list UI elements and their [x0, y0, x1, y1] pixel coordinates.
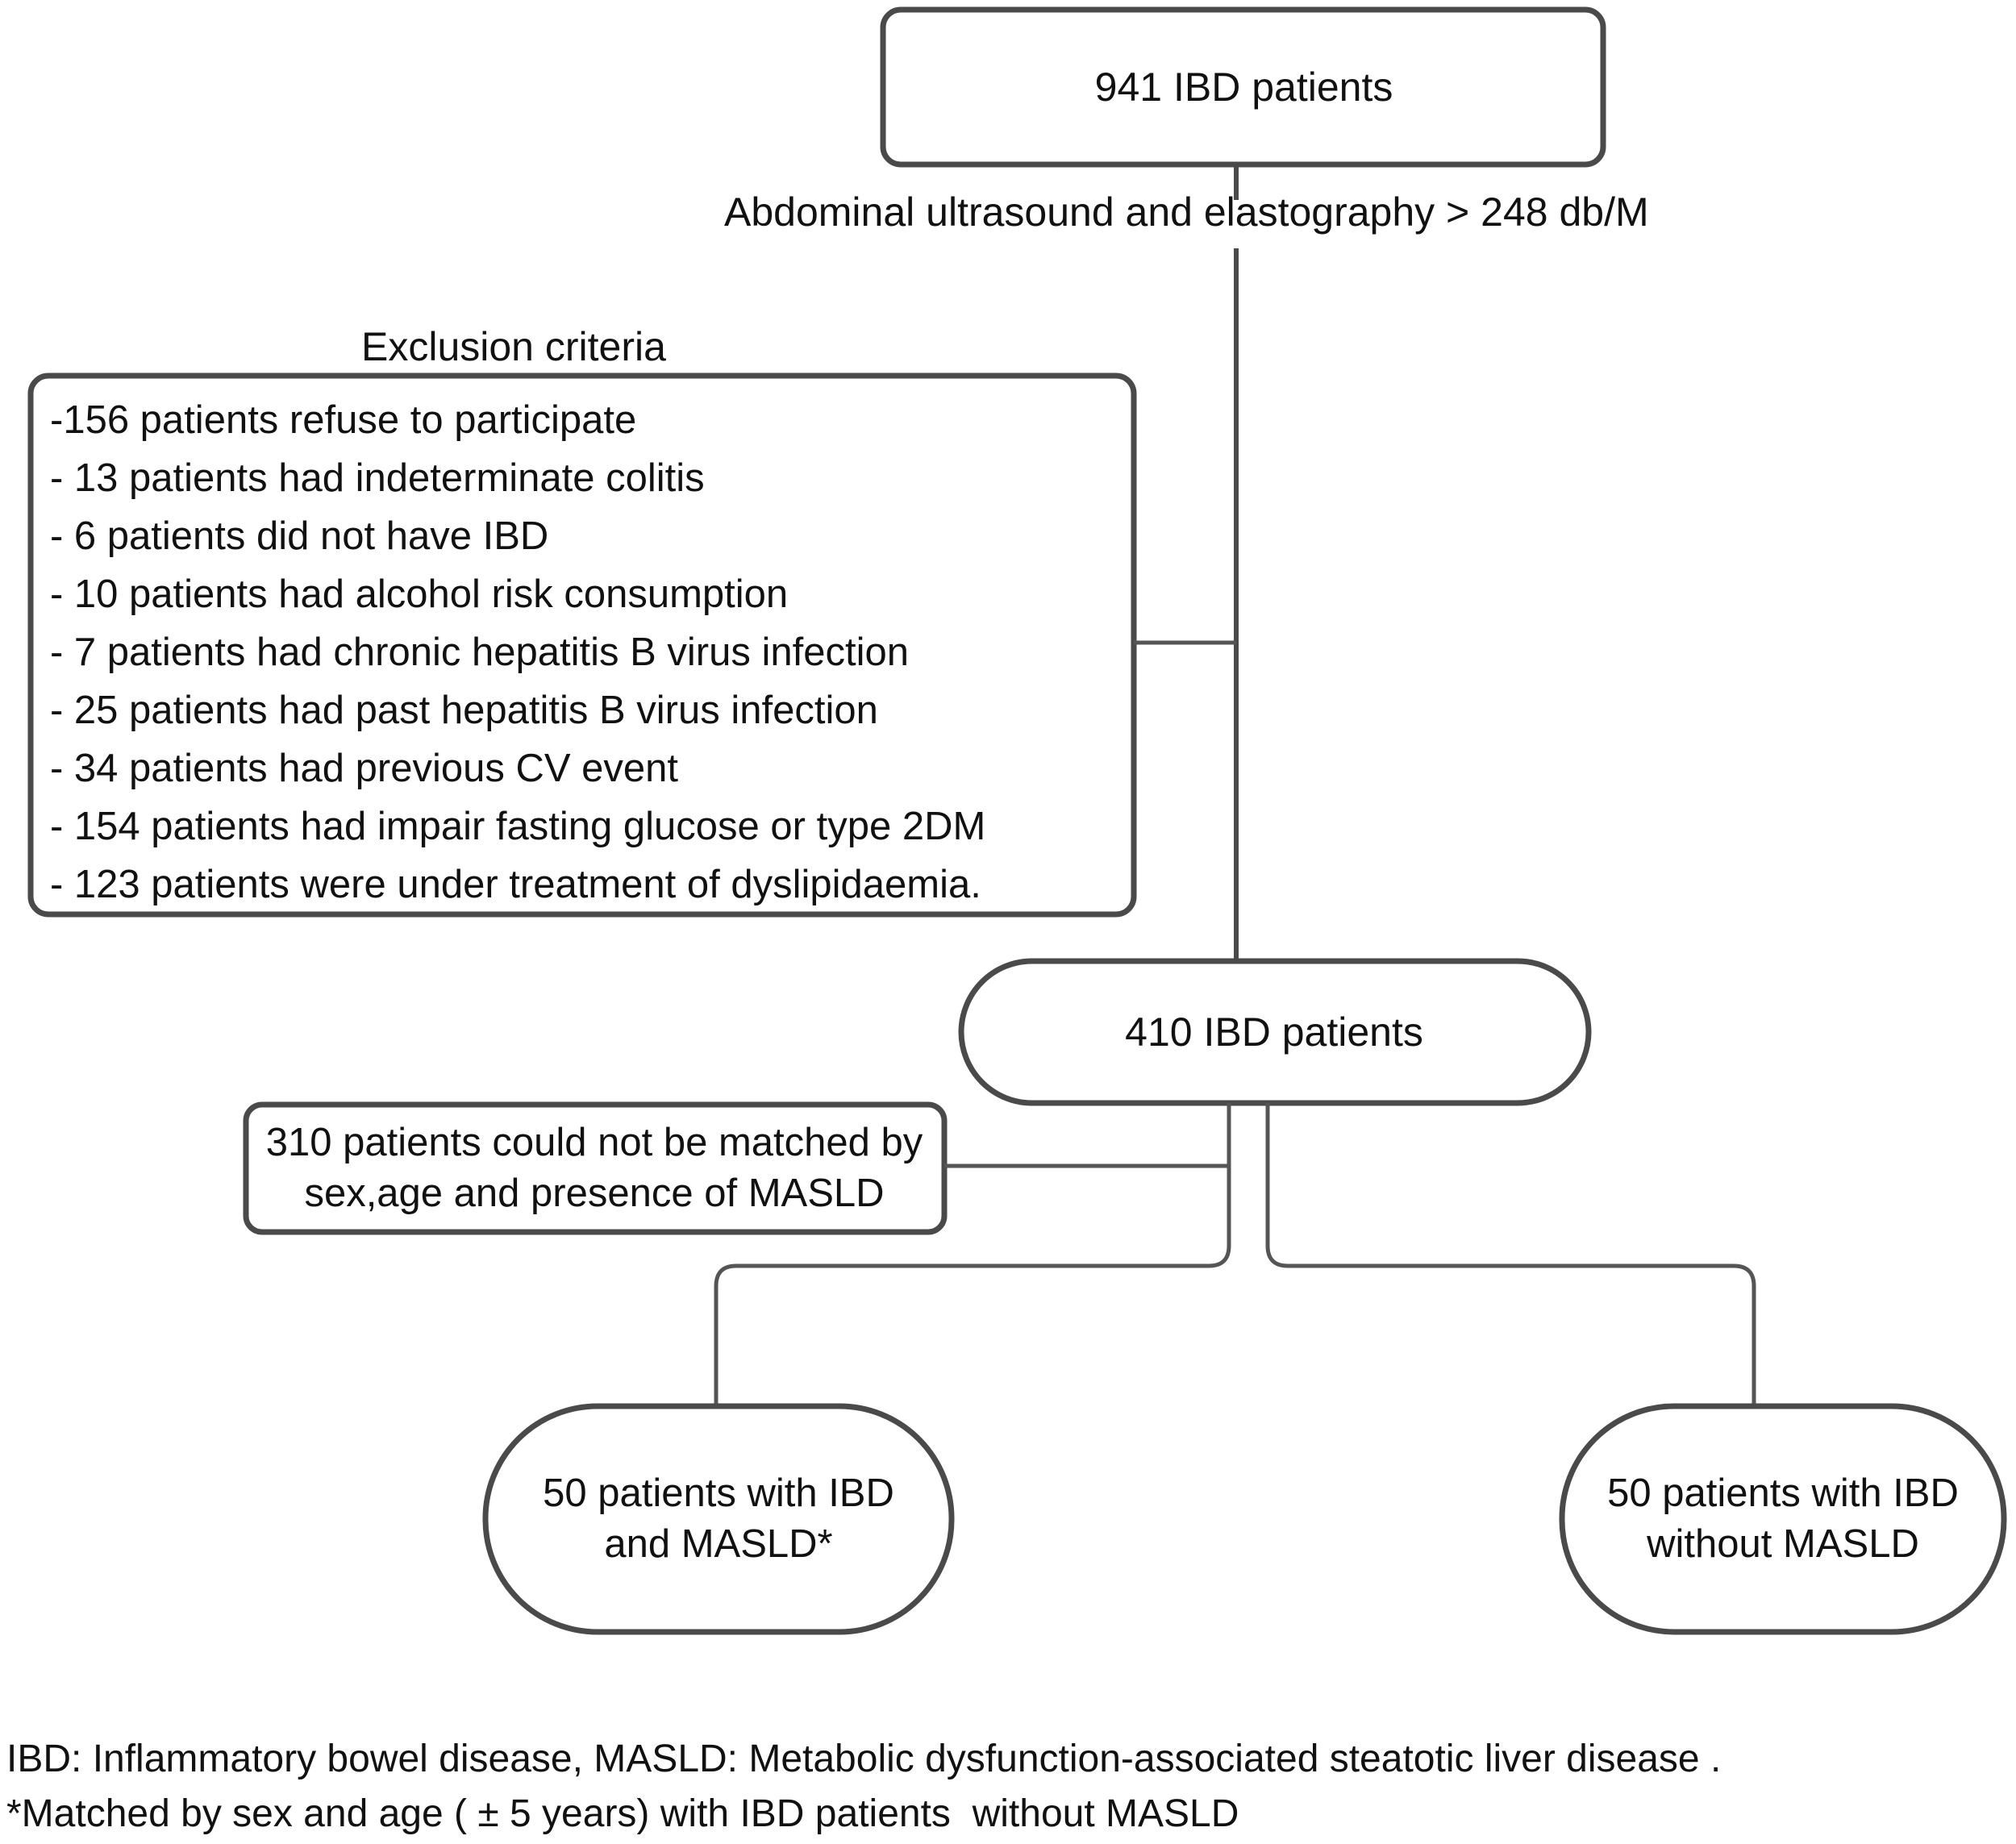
- node-label-terminal-right: 50 patients with IBD without MASLD: [1567, 1409, 1999, 1629]
- exclusion-item: - 6 patients did not have IBD: [50, 514, 549, 559]
- exclusion-item: - 154 patients had impair fasting glucos…: [50, 805, 986, 849]
- node-label-total-patients: 941 IBD patients: [1094, 64, 1393, 110]
- node-shape-terminal-right: [1559, 1403, 2007, 1635]
- node-shape-terminal-left: [482, 1403, 955, 1635]
- node-label-terminal-left: 50 patients with IBD and MASLD*: [490, 1409, 947, 1629]
- exclusion-item: - 13 patients had indeterminate colitis: [50, 456, 705, 501]
- node-label-cohort-410: 410 IBD patients: [1125, 1009, 1423, 1055]
- node-shape-cohort-410: [958, 958, 1592, 1106]
- node-shape-total-patients: [880, 6, 1606, 168]
- edge-label-screening-criterion: Abdominal ultrasound and elastography > …: [724, 189, 1649, 235]
- terminal-left-line-2: and MASLD*: [604, 1522, 833, 1566]
- exclusion-item: - 25 patients had past hepatitis B virus…: [50, 689, 878, 733]
- node-shape-unmatched-310: [243, 1101, 948, 1235]
- connector-branch-left: [714, 1245, 1231, 1407]
- node-label-unmatched-310: 310 patients could not be matched by sex…: [252, 1106, 936, 1230]
- exclusion-item: - 10 patients had alcohol risk consumpti…: [50, 572, 789, 617]
- node-shape-exclusion-box: [27, 373, 1137, 918]
- exclusion-item: - 123 patients were under treatment of d…: [50, 863, 981, 907]
- terminal-right-line-1: 50 patients with IBD: [1607, 1471, 1959, 1516]
- exclusion-item: - 34 patients had previous CV event: [50, 747, 679, 791]
- footnote-matching-note: *Matched by sex and age ( ± 5 years) wit…: [6, 1792, 1239, 1836]
- terminal-left-line-1: 50 patients with IBD: [543, 1471, 894, 1516]
- footnote-block: IBD: Inflammatory bowel disease, MASLD: …: [6, 1732, 2006, 1842]
- footnote-abbreviations: IBD: Inflammatory bowel disease, MASLD: …: [6, 1738, 1722, 1780]
- unmatched-line-2: sex,age and presence of MASLD: [304, 1172, 885, 1215]
- exclusion-criteria-list: -156 patients refuse to participate - 13…: [50, 391, 1114, 914]
- terminal-right-line-2: without MASLD: [1647, 1522, 1919, 1566]
- connector-branch-right: [1265, 1245, 1756, 1407]
- exclusion-criteria-title: Exclusion criteria: [361, 324, 666, 369]
- exclusion-item: -156 patients refuse to participate: [50, 398, 637, 442]
- exclusion-item: - 7 patients had chronic hepatitis B vir…: [50, 631, 909, 675]
- unmatched-line-1: 310 patients could not be matched by: [265, 1121, 923, 1165]
